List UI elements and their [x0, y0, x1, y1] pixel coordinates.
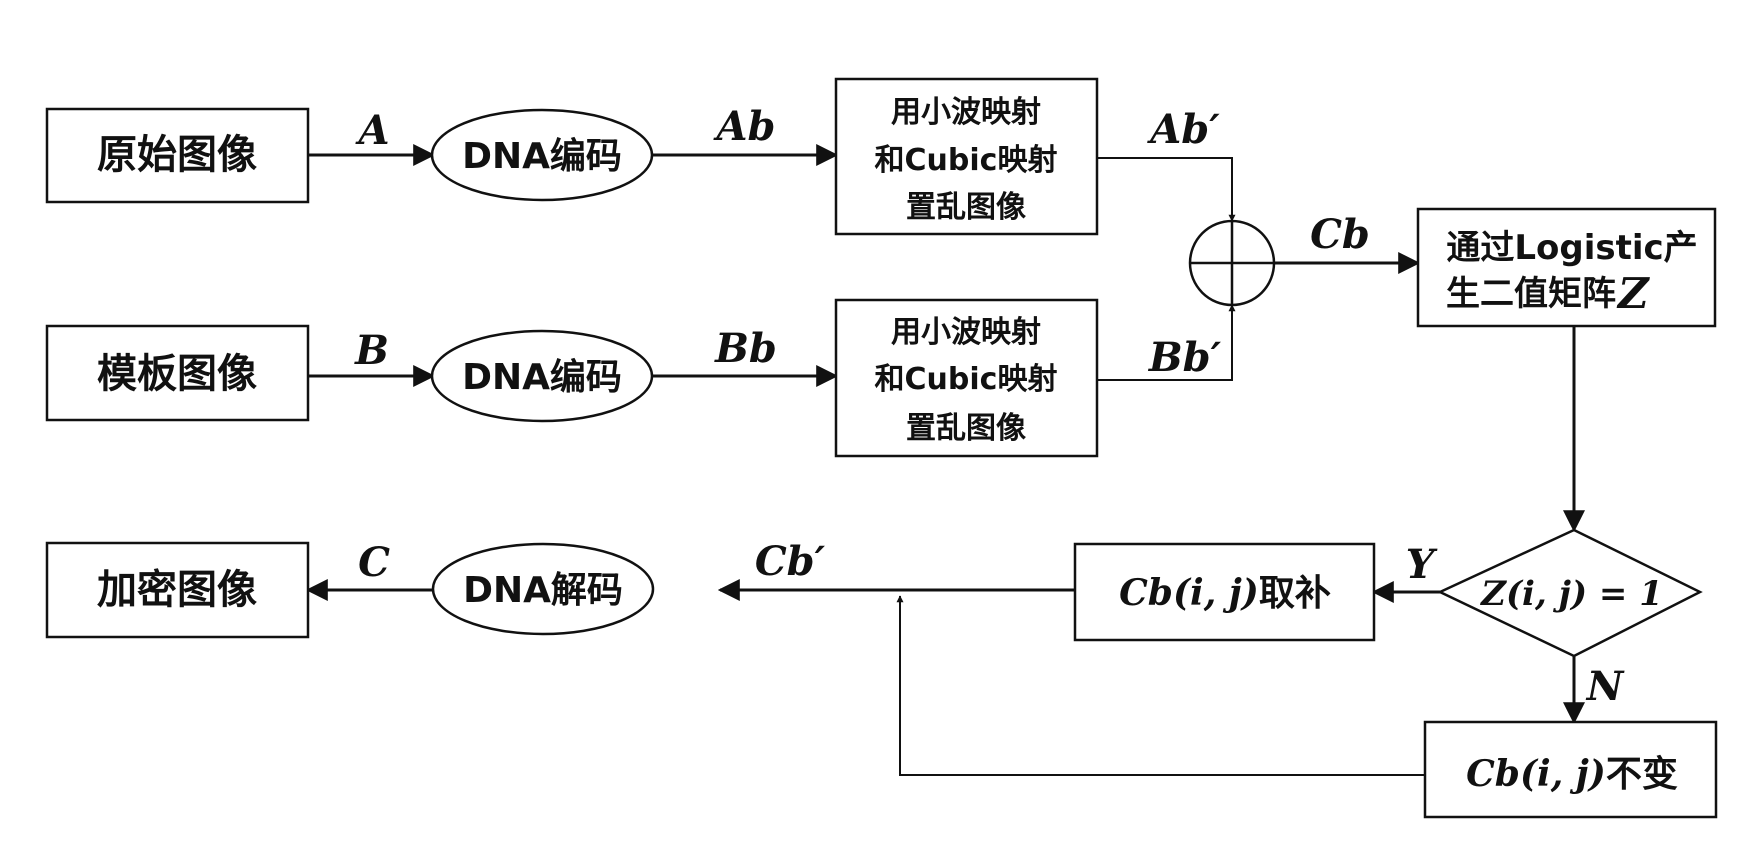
scramble-2-box: 用小波映射 和Cubic映射 置乱图像 — [834, 298, 1099, 458]
edge-label-Ab-prime: Ab′ — [1146, 106, 1220, 153]
decision-label: Z(i, j) = 1 — [1479, 574, 1663, 614]
unchanged-var: Cb(i, j) — [1466, 753, 1606, 795]
decision-diamond: Z(i, j) = 1 — [1437, 528, 1703, 658]
dna-encode-1-ellipse: DNA编码 — [430, 108, 654, 202]
dna-encode-2-ellipse: DNA编码 — [430, 329, 654, 423]
complement-box: Cb(i, j)取补 — [1073, 542, 1376, 642]
unchanged-text: 不变 — [1606, 753, 1678, 795]
dna-decode-label: DNA解码 — [463, 570, 623, 611]
dna-encode-1-label: DNA编码 — [462, 136, 622, 177]
xor-node — [1188, 219, 1276, 307]
scramble-1-line-3: 置乱图像 — [906, 190, 1026, 225]
logistic-matrix-var: Z — [1616, 269, 1650, 318]
unchanged-label: Cb(i, j)不变 — [1466, 753, 1678, 795]
edge-scramble1-to-xor — [1097, 157, 1236, 222]
dna-decode-ellipse: DNA解码 — [431, 542, 655, 636]
edge-label-Bb-prime: Bb′ — [1148, 334, 1222, 381]
template-image-box: 模板图像 — [45, 324, 310, 422]
edge-label-Ab: Ab — [712, 103, 775, 150]
edge-label-C: C — [358, 539, 390, 586]
edge-label-B: B — [354, 327, 389, 374]
edge-label-N: N — [1585, 663, 1625, 710]
logistic-box: 通过Logistic产 生二值矩阵 Z — [1416, 207, 1717, 328]
edge-unchanged-to-merge — [896, 595, 1425, 776]
edge-label-Cb: Cb — [1310, 211, 1370, 258]
original-image-label: 原始图像 — [97, 132, 257, 178]
dna-encode-2-label: DNA编码 — [462, 357, 622, 398]
scramble-2-line-1: 用小波映射 — [891, 315, 1041, 350]
scramble-1-box: 用小波映射 和Cubic映射 置乱图像 — [834, 77, 1099, 236]
scramble-2-line-3: 置乱图像 — [906, 411, 1026, 446]
encrypted-image-label: 加密图像 — [97, 567, 257, 613]
complement-label: Cb(i, j)取补 — [1119, 572, 1331, 614]
logistic-line-1: 通过Logistic产 — [1446, 228, 1697, 268]
scramble-1-line-2: 和Cubic映射 — [875, 143, 1058, 178]
encrypted-image-box: 加密图像 — [45, 541, 310, 639]
scramble-2-line-2: 和Cubic映射 — [875, 362, 1058, 397]
unchanged-box: Cb(i, j)不变 — [1423, 720, 1718, 819]
logistic-line-2: 生二值矩阵 — [1446, 274, 1616, 314]
scramble-1-line-1: 用小波映射 — [891, 95, 1041, 130]
edge-label-Bb: Bb — [714, 325, 777, 372]
template-image-label: 模板图像 — [97, 351, 257, 397]
edge-label-Cb-prime: Cb′ — [755, 538, 826, 585]
edge-label-Y: Y — [1406, 541, 1438, 588]
complement-var: Cb(i, j) — [1119, 572, 1259, 614]
complement-text: 取补 — [1259, 573, 1331, 614]
original-image-box: 原始图像 — [45, 107, 310, 204]
edge-label-A: A — [354, 107, 389, 154]
edge-scramble2-to-xor — [1097, 304, 1236, 381]
